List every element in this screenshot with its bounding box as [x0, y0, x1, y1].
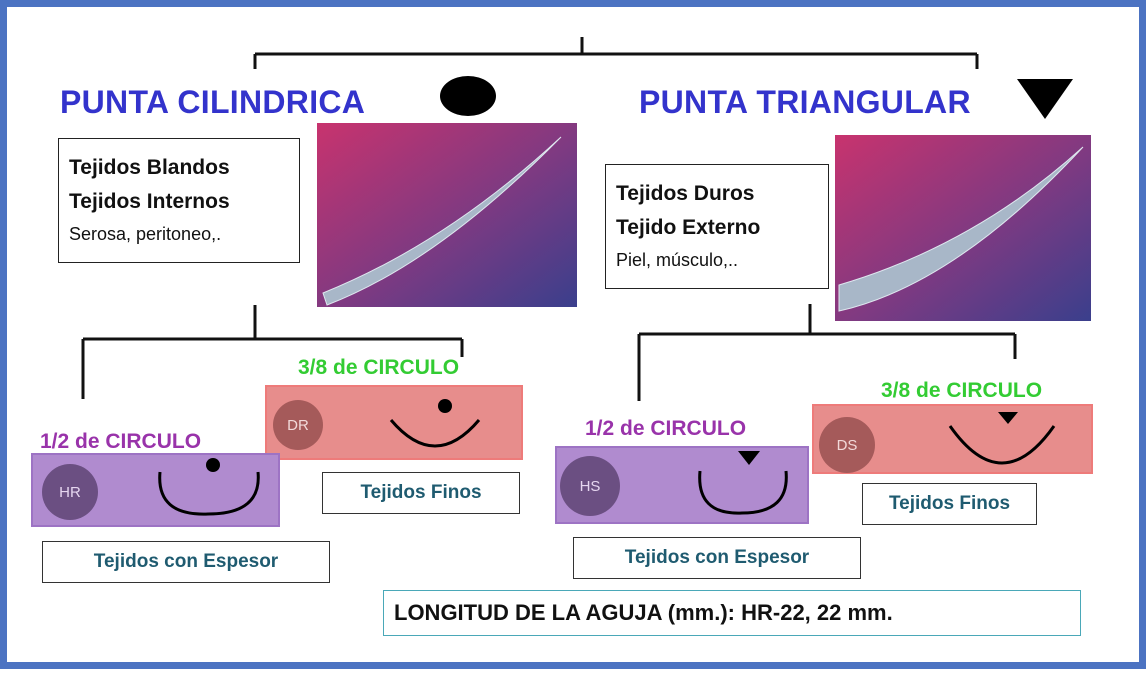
right-fine-tissue-caption: Tejidos Finos — [862, 483, 1037, 525]
right-thick-tissue-caption: Tejidos con Espesor — [573, 537, 861, 579]
right-tissue-hard: Tejidos Duros — [616, 182, 755, 205]
left-needle-photo — [317, 123, 577, 307]
right-needle-photo — [835, 135, 1091, 321]
needle-length-note: LONGITUD DE LA AGUJA (mm.): HR-22, 22 mm… — [383, 590, 1081, 636]
hs-badge: HS — [560, 456, 620, 516]
right-tissue-external: Tejido Externo — [616, 216, 761, 239]
half-circle-curve-icon — [698, 451, 788, 515]
right-tissue-box: Tejidos Duros Tejido Externo Piel, múscu… — [605, 164, 829, 289]
left-fine-tissue-caption: Tejidos Finos — [322, 472, 520, 514]
triangle-symbol-icon — [1017, 79, 1073, 119]
left-heading: PUNTA CILINDRICA — [60, 84, 366, 120]
hr-badge: HR — [42, 464, 98, 520]
left-half-label: 1/2 de CIRCULO — [40, 430, 202, 453]
left-tissue-box: Tejidos Blandos Tejidos Internos Serosa,… — [58, 138, 300, 263]
half-circle-curve-icon — [158, 458, 260, 516]
right-tissue-examples: Piel, músculo,.. — [616, 250, 739, 270]
dr-badge: DR — [273, 400, 323, 450]
three-eighths-curve-icon — [389, 399, 481, 448]
left-thick-tissue-caption: Tejidos con Espesor — [42, 541, 330, 583]
circle-symbol-icon — [440, 76, 496, 116]
left-tissue-internal: Tejidos Internos — [69, 190, 230, 213]
ds-badge: DS — [819, 417, 875, 473]
tree-connectors — [81, 37, 1017, 401]
three-eighths-curve-icon — [948, 412, 1056, 465]
right-heading: PUNTA TRIANGULAR — [639, 84, 971, 120]
left-tissue-examples: Serosa, peritoneo,. — [69, 224, 222, 244]
left-tissue-soft: Tejidos Blandos — [69, 156, 230, 179]
right-half-label: 1/2 de CIRCULO — [585, 417, 747, 440]
left-three-eighths-label: 3/8 de CIRCULO — [298, 356, 460, 379]
right-three-eighths-label: 3/8 de CIRCULO — [881, 379, 1043, 402]
